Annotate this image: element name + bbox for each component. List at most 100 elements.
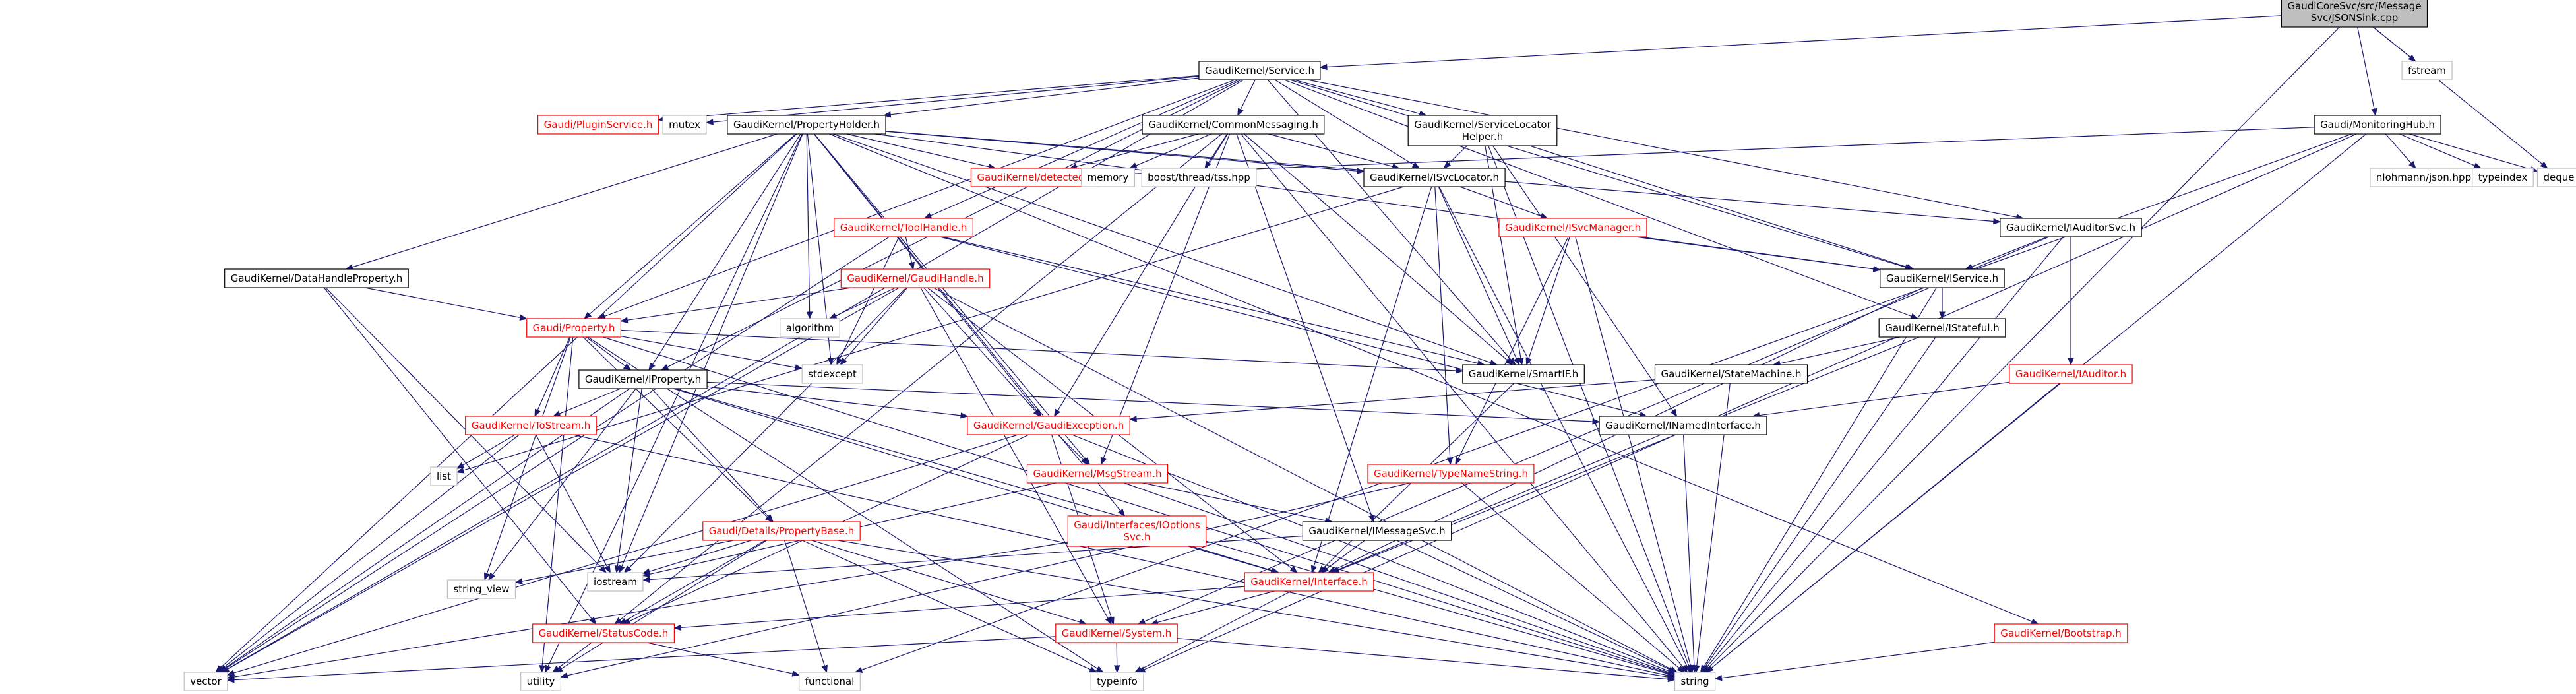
edge-property-to-smartif [621, 329, 1464, 374]
node-property[interactable]: Gaudi/Property.h [526, 318, 622, 338]
edge-arrowhead [1411, 162, 1421, 169]
edge-line [1683, 434, 1695, 666]
node-smartif[interactable]: GaudiKernel/SmartIF.h [1462, 364, 1585, 384]
edge-line [1326, 15, 2282, 68]
edge-svclochelper-to-isvcloc [1443, 145, 1467, 169]
node-monhub[interactable]: Gaudi/MonitoringHub.h [2314, 115, 2441, 135]
edge-arrowhead [2473, 162, 2482, 169]
edge-line [712, 76, 1200, 123]
node-label: string_view [453, 583, 509, 596]
node-service[interactable]: GaudiKernel/Service.h [1198, 61, 1321, 80]
edge-gaudiexc-to-msgstream [1057, 434, 1089, 465]
edge-arrowhead [1129, 162, 1138, 169]
node-iproperty[interactable]: GaudiKernel/IProperty.h [578, 369, 708, 389]
edge-arrowhead [1705, 665, 1714, 673]
node-gaudiexc[interactable]: GaudiKernel/GaudiException.h [967, 416, 1130, 435]
node-label: GaudiKernel/GaudiHandle.h [847, 272, 983, 284]
node-label: GaudiKernel/ISvcLocator.h [1370, 172, 1499, 183]
node-pluginsvc[interactable]: Gaudi/PluginService.h [537, 115, 659, 135]
node-interface[interactable]: GaudiKernel/Interface.h [1244, 572, 1374, 592]
node-iservice[interactable]: GaudiKernel/IService.h [1880, 268, 2005, 288]
edge-line [557, 642, 592, 669]
node-propholder[interactable]: GaudiKernel/PropertyHolder.h [727, 115, 886, 135]
node-label: GaudiKernel/Service.h [1205, 65, 1314, 77]
node-gaudihandle[interactable]: GaudiKernel/GaudiHandle.h [840, 268, 991, 288]
node-system[interactable]: GaudiKernel/System.h [1055, 623, 1178, 643]
node-istateful[interactable]: GaudiKernel/IStateful.h [1878, 318, 2006, 338]
edge-service-to-commonmsg [1237, 79, 1256, 117]
node-label: functional [805, 676, 855, 687]
node-msgstream[interactable]: GaudiKernel/MsgStream.h [1026, 464, 1169, 484]
node-inamed[interactable]: GaudiKernel/INamedInterface.h [1599, 416, 1767, 435]
edge-ioptsvc-to-interface [1188, 546, 1279, 574]
node-label: GaudiKernel/IService.h [1886, 272, 1998, 284]
edge-iauditor-to-string [1705, 383, 2060, 673]
node-isvcloc[interactable]: GaudiKernel/ISvcLocator.h [1363, 168, 1506, 187]
node-box [1067, 515, 1207, 547]
edge-line [1971, 236, 2048, 267]
node-itostream[interactable]: GaudiKernel/ToStream.h [465, 416, 597, 435]
edge-system-to-string [1177, 638, 1676, 683]
node-iauditor[interactable]: GaudiKernel/IAuditor.h [2009, 364, 2133, 384]
node-detected[interactable]: GaudiKernel/detected.h [970, 168, 1101, 187]
edge-arrowhead [539, 665, 545, 674]
edge-iproperty-to-iostream [614, 388, 642, 574]
edge-commonmsg-to-tss [1204, 133, 1228, 170]
edge-iauditorsvc-to-string [1702, 236, 2064, 674]
edge-propholder-to-property [583, 133, 797, 319]
edge-line [537, 336, 570, 411]
node-toolhandle[interactable]: GaudiKernel/ToolHandle.h [834, 218, 973, 237]
node-deque: deque [2536, 168, 2576, 187]
edge-property-to-utility [539, 336, 574, 674]
node-box [532, 623, 675, 643]
node-label: GaudiCoreSvc/src/Message [2287, 0, 2421, 12]
edge-line [1268, 133, 1394, 168]
edge-iauditorsvc-to-system [1137, 236, 2050, 625]
edge-arrowhead [791, 670, 801, 677]
node-label: GaudiKernel/IStateful.h [1885, 322, 2000, 334]
edge-line [846, 133, 989, 168]
node-statuscode[interactable]: GaudiKernel/StatusCode.h [532, 623, 675, 643]
edge-line [1072, 434, 1669, 672]
edge-arrowhead [1691, 665, 1698, 674]
node-box [1498, 218, 1647, 237]
edge-propholder-to-iservice [874, 133, 1882, 272]
node-dhprop[interactable]: GaudiKernel/DataHandleProperty.h [224, 268, 409, 288]
node-iauditorsvc[interactable]: GaudiKernel/IAuditorSvc.h [2000, 218, 2142, 237]
node-commonmsg[interactable]: GaudiKernel/CommonMessaging.h [1142, 115, 1325, 135]
edge-arrowhead [623, 565, 632, 573]
node-label: Gaudi/PluginService.h [544, 119, 653, 131]
node-box [662, 115, 707, 135]
edge-arrowhead [1592, 418, 1601, 425]
edge-arrowhead [1320, 565, 1329, 573]
node-label: GaudiKernel/IProperty.h [585, 373, 701, 385]
node-bootstrap[interactable]: GaudiKernel/Bootstrap.h [1994, 623, 2128, 643]
edge-gaudihandle-to-property [619, 287, 852, 323]
node-label: GaudiKernel/System.h [1062, 627, 1171, 639]
edge-isvcloc-to-interface [1310, 186, 1432, 574]
node-statemachine[interactable]: GaudiKernel/StateMachine.h [1654, 364, 1808, 384]
node-label: Gaudi/Property.h [533, 322, 615, 334]
node-stringview: string_view [446, 579, 516, 599]
node-utility: utility [520, 672, 562, 691]
edge-line [582, 336, 768, 518]
edge-arrowhead [1872, 265, 1882, 272]
edge-arrowhead [1456, 367, 1464, 374]
edge-iauditor-to-inamed [1752, 381, 2009, 419]
node-box [801, 364, 863, 384]
edge-line [1529, 145, 1908, 268]
edge-line [1640, 236, 1874, 270]
node-imsgsvc[interactable]: GaudiKernel/IMessageSvc.h [1302, 521, 1452, 541]
edge-arrowhead [1095, 666, 1104, 673]
node-typenamestr[interactable]: GaudiKernel/TypeNameString.h [1367, 464, 1535, 484]
edge-arrowhead [1081, 457, 1089, 465]
edge-line [1140, 590, 1292, 670]
node-label: GaudiKernel/TypeNameString.h [1374, 468, 1528, 480]
node-isvcmgr[interactable]: GaudiKernel/ISvcManager.h [1498, 218, 1647, 237]
node-box [799, 672, 861, 691]
node-propbase[interactable]: Gaudi/Details/PropertyBase.h [702, 521, 861, 541]
edge-arrowhead [660, 364, 669, 371]
edge-line [567, 482, 1411, 676]
